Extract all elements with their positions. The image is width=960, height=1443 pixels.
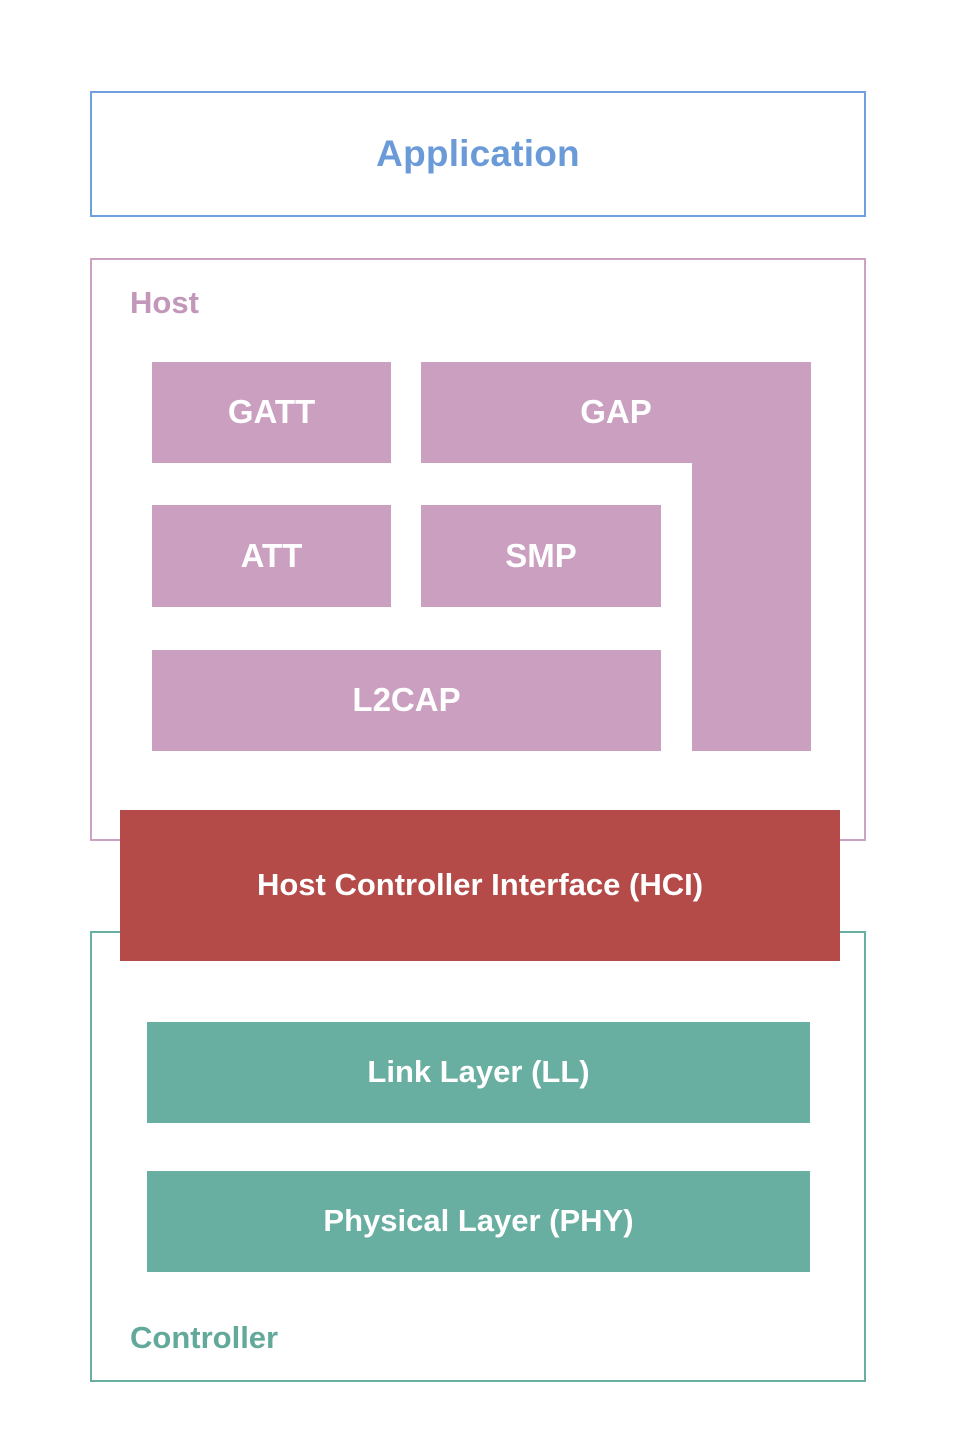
l2cap-block: L2CAP (152, 650, 661, 751)
smp-block: SMP (421, 505, 661, 607)
gatt-block: GATT (152, 362, 391, 463)
att-block: ATT (152, 505, 391, 607)
host-controller-interface-block: Host Controller Interface (HCI) (120, 810, 840, 961)
application-layer-label: Application (376, 133, 580, 174)
gap-block-column (692, 452, 811, 751)
application-layer-box: Application (90, 91, 866, 217)
host-layer-label: Host (130, 285, 199, 320)
link-layer-block: Link Layer (LL) (147, 1022, 810, 1123)
controller-layer-box: Controller (90, 931, 866, 1382)
gap-block: GAP (421, 362, 811, 463)
physical-layer-block: Physical Layer (PHY) (147, 1171, 810, 1272)
controller-layer-label: Controller (130, 1320, 279, 1355)
